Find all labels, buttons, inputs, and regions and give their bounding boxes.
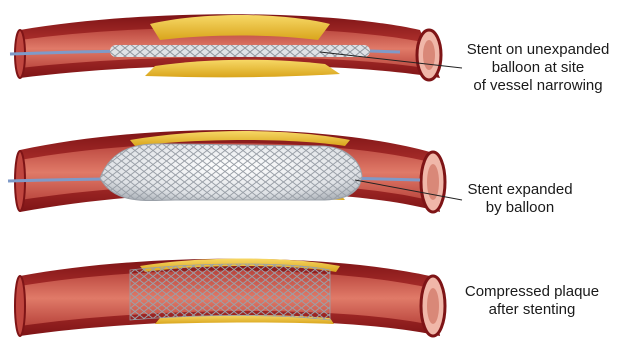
- vessel-unexpanded: [10, 14, 462, 80]
- caption-after-stenting: Compressed plaque after stenting: [452, 283, 612, 319]
- deployed-stent: [130, 264, 330, 320]
- caption-line: Compressed plaque: [452, 283, 612, 301]
- caption-line: after stenting: [452, 301, 612, 319]
- vessel-expanded: [8, 130, 462, 212]
- vessel-after-stenting: [15, 259, 445, 337]
- caption-line: of vessel narrowing: [458, 77, 618, 95]
- caption-line: by balloon: [450, 199, 590, 217]
- caption-line: Stent expanded: [450, 181, 590, 199]
- caption-unexpanded: Stent on unexpanded balloon at site of v…: [458, 41, 618, 95]
- caption-expanded: Stent expanded by balloon: [450, 181, 590, 217]
- caption-line: balloon at site: [458, 59, 618, 77]
- caption-line: Stent on unexpanded: [458, 41, 618, 59]
